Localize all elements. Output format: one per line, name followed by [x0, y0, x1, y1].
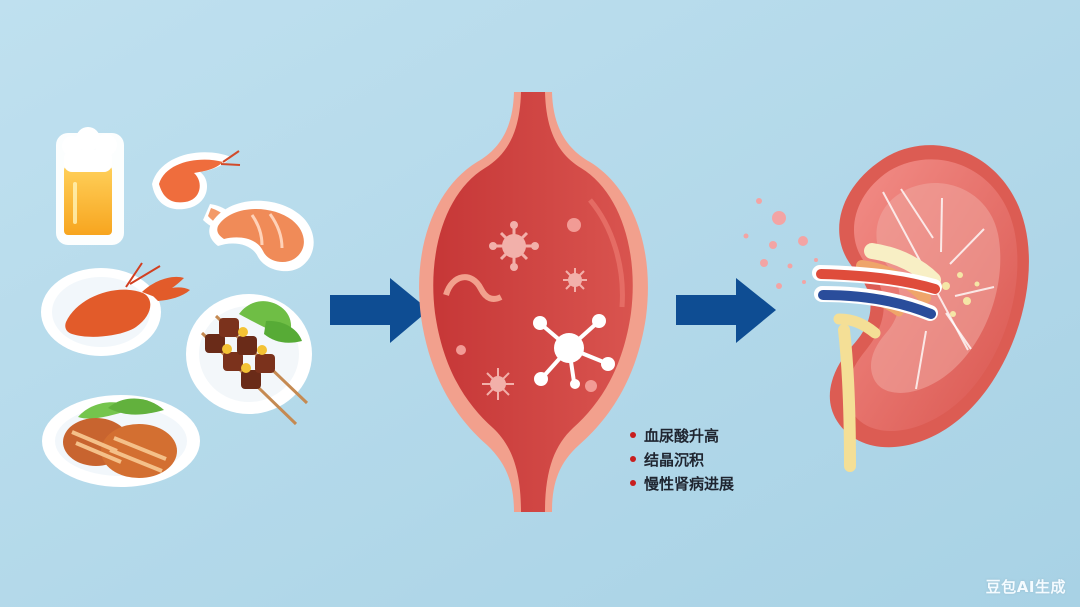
uric-acid-crystal-icon: [533, 314, 615, 389]
shrimp-icon: [209, 200, 314, 272]
arrow-right-icon: [330, 278, 429, 343]
legend-item-label: 结晶沉积: [644, 450, 705, 469]
uric-acid-crystal-icon: [489, 221, 539, 271]
bullet-icon: [630, 432, 636, 438]
legend-item: 结晶沉积: [630, 447, 800, 471]
lobster-icon: [41, 262, 190, 356]
effects-legend: 血尿酸升高 结晶沉积 慢性肾病进展: [630, 423, 800, 495]
legend-item: 血尿酸升高: [630, 423, 800, 447]
steak-icon: [42, 395, 200, 487]
legend-item-label: 慢性肾病进展: [644, 474, 735, 493]
beer-icon: [56, 127, 124, 245]
uric-acid-crystal-icon: [563, 268, 587, 292]
bullet-icon: [630, 456, 636, 462]
blood-vessel-icon: [419, 92, 648, 512]
skewer-icon: [186, 294, 312, 426]
kidney-icon: [812, 145, 1029, 472]
bullet-icon: [630, 480, 636, 486]
arrow-right-icon: [676, 278, 776, 343]
watermark: 豆包AI生成: [985, 578, 1066, 596]
legend-item-label: 血尿酸升高: [644, 426, 720, 445]
legend-item: 慢性肾病进展: [630, 471, 800, 495]
uric-acid-particles-icon: [743, 198, 818, 289]
uric-acid-crystal-icon: [482, 368, 514, 400]
